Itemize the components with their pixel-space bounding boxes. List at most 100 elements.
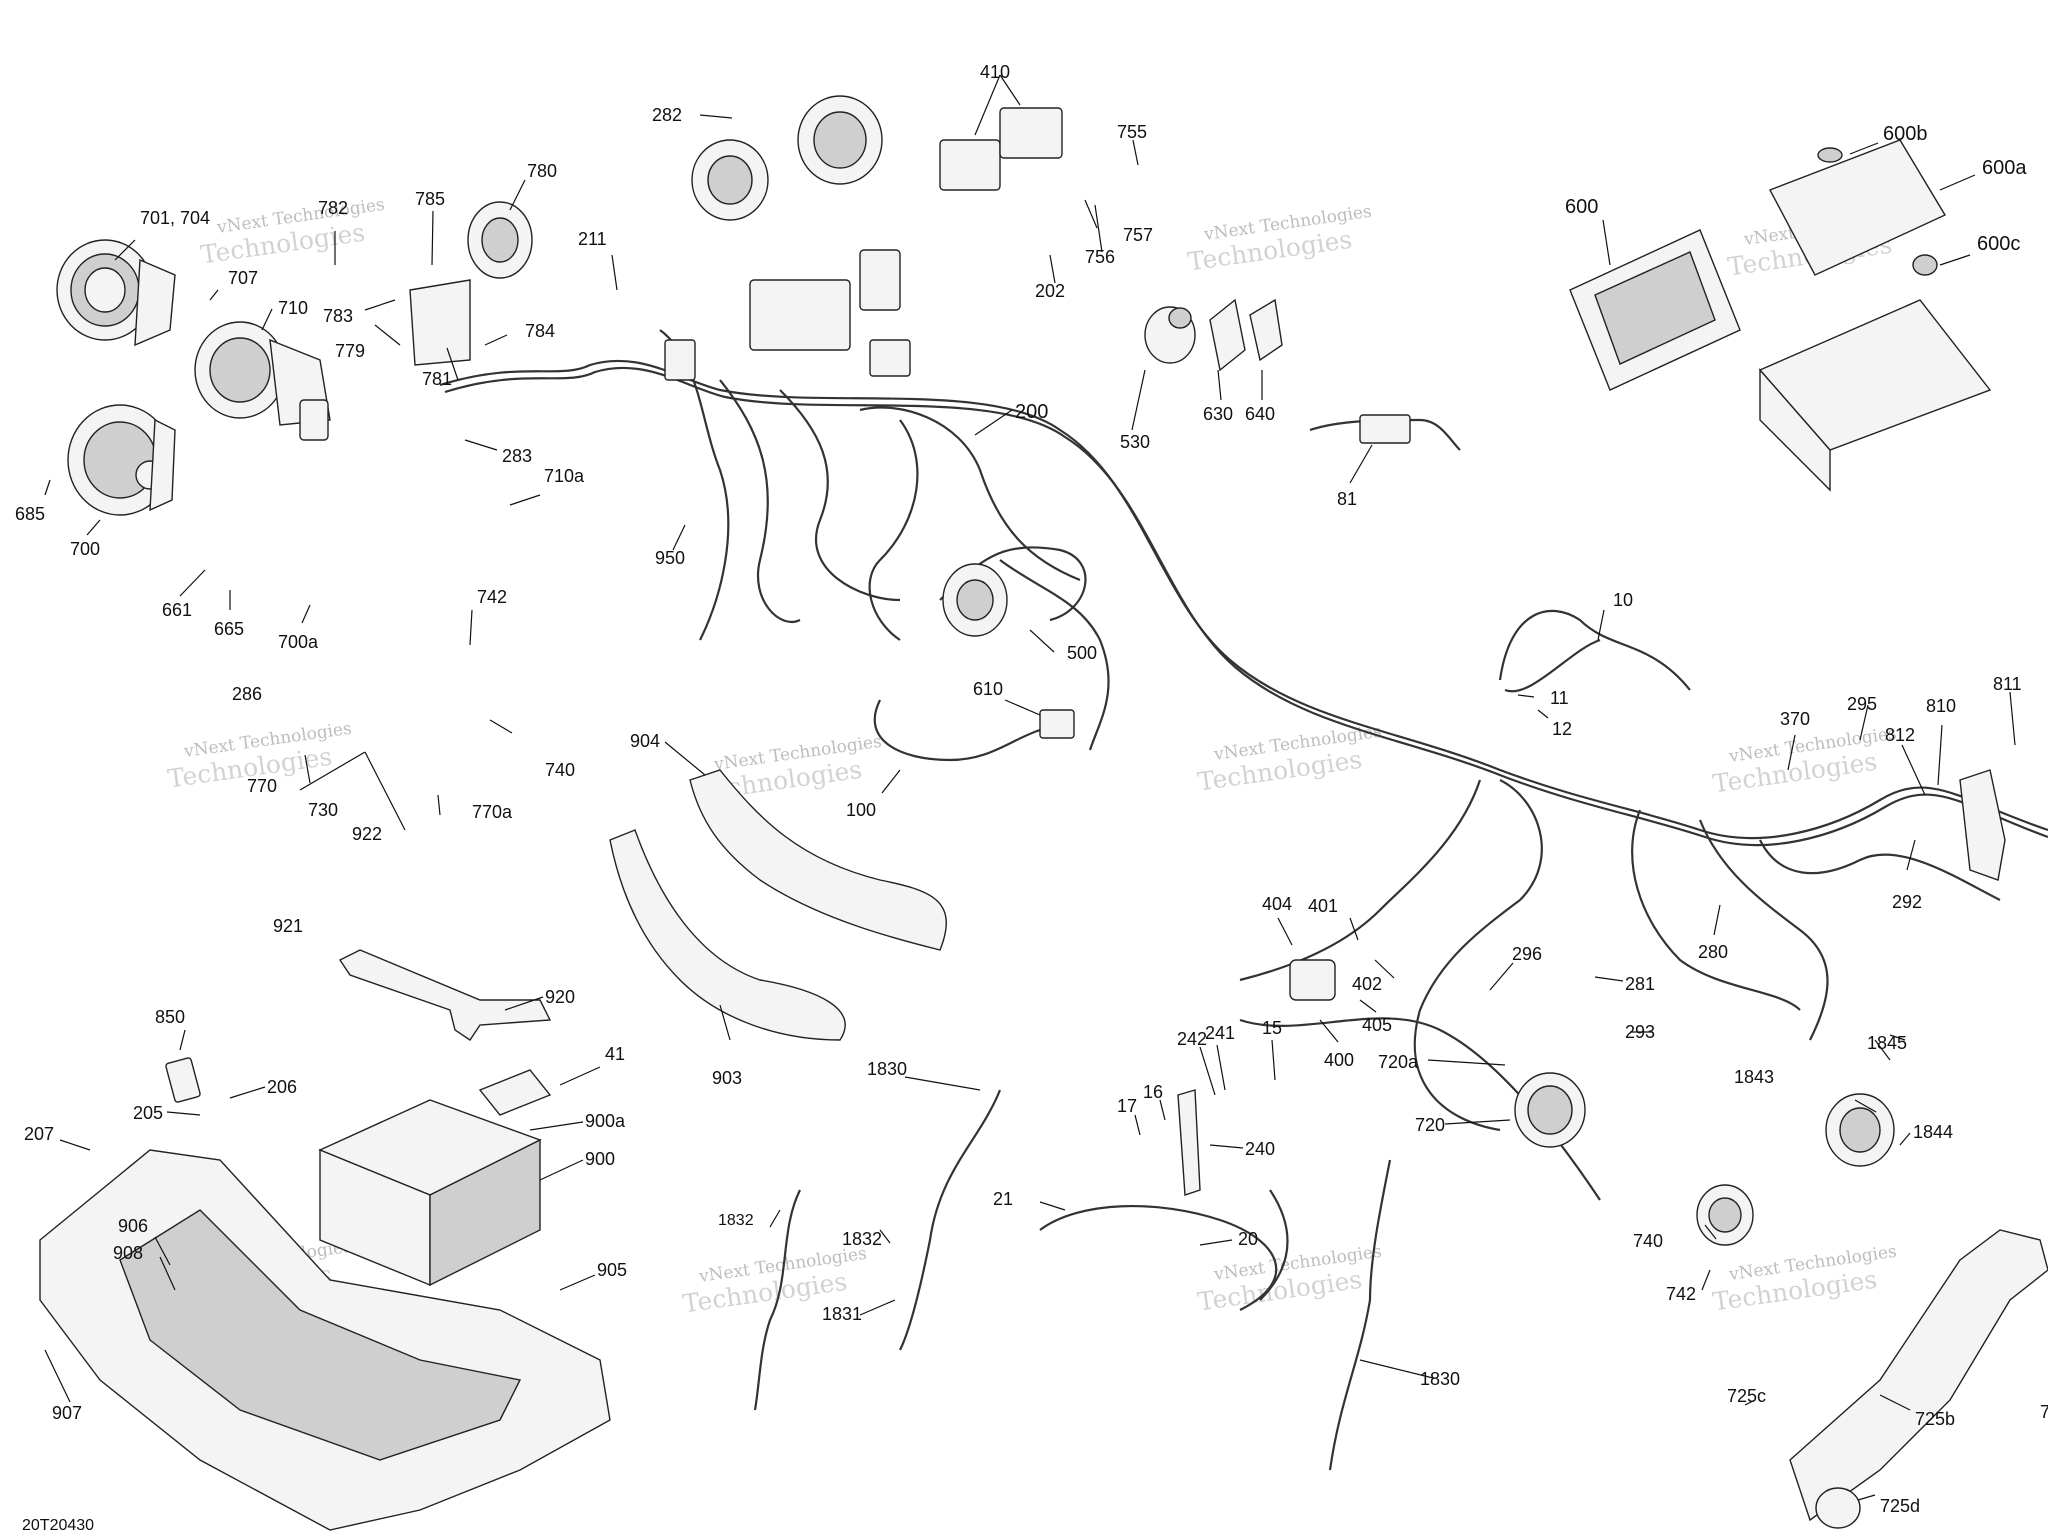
callout-label: 296 — [1512, 944, 1542, 964]
callout-label: 905 — [597, 1260, 627, 1280]
lamp-700 — [67, 404, 176, 516]
bracket-725b — [1789, 1229, 2048, 1522]
callout-label: 600b — [1883, 123, 1928, 145]
sensor-1830-lower — [1328, 1159, 1392, 1471]
callout-label: 700a — [278, 632, 319, 652]
callout-label: 402 — [1352, 974, 1382, 994]
relays-410 — [939, 107, 1063, 191]
callout-label: 725b — [1915, 1409, 1955, 1429]
sub-harness-81 — [1309, 414, 1461, 451]
callout-label: 1831 — [822, 1304, 862, 1324]
callout-label: 740 — [1633, 1231, 1663, 1251]
callout-label: 780 — [527, 161, 557, 181]
lamp-710 — [194, 321, 331, 441]
harness-500 — [939, 546, 1087, 637]
callout-label: 710a — [544, 466, 585, 486]
watermark: vNext Technologies Technologies — [1196, 1242, 1383, 1317]
callout-label: 242 — [1177, 1029, 1207, 1049]
callout-label: 207 — [24, 1124, 54, 1144]
callout-label: 530 — [1120, 432, 1150, 452]
callout-label: 921 — [273, 916, 303, 936]
callout-label: 922 — [352, 824, 382, 844]
callout-label: 240 — [1245, 1139, 1275, 1159]
callout-label: 685 — [15, 504, 45, 524]
callout-label: 293 — [1625, 1022, 1655, 1042]
callout-label: 600a — [1982, 157, 2027, 179]
callout-label: 783 — [323, 306, 353, 326]
callout-label: 17 — [1117, 1096, 1137, 1116]
bracket-810 — [1959, 769, 2006, 881]
callout-label: 41 — [605, 1044, 625, 1064]
callout-label: 907 — [52, 1403, 82, 1423]
callout-label: 756 — [1085, 247, 1115, 267]
callout-label: 241 — [1205, 1023, 1235, 1043]
callout-label: 811 — [1993, 674, 2022, 694]
callout-label: 757 — [1123, 225, 1153, 245]
callout-label: 742 — [1666, 1284, 1696, 1304]
watermark: vNext Technologies Technologies — [1196, 722, 1383, 797]
watermark: vNext Technologies Technologies — [1711, 724, 1898, 799]
callout-label: 770 — [247, 776, 277, 796]
callout-label: 200 — [1015, 401, 1048, 423]
callout-label: 1844 — [1913, 1122, 1953, 1142]
clamp-41 — [478, 1069, 552, 1116]
splash-guard-904 — [689, 769, 947, 951]
callout-label: 1830 — [1420, 1369, 1460, 1389]
callout-label: 100 — [846, 800, 876, 820]
lamp-720 — [1514, 1072, 1586, 1148]
callout-label: 770a — [472, 802, 513, 822]
callout-label: 370 — [1780, 709, 1810, 729]
callout-label: 900a — [585, 1111, 626, 1131]
cable-20 — [1039, 1189, 1289, 1311]
callout-label: 7 — [2040, 1402, 2048, 1422]
callout-label: 281 — [1625, 974, 1655, 994]
sensor-1832 — [753, 1189, 801, 1411]
callout-label: 720 — [1415, 1115, 1445, 1135]
callout-label: 202 — [1035, 281, 1065, 301]
callout-label: 400 — [1324, 1050, 1354, 1070]
callout-label: 20 — [1238, 1229, 1258, 1249]
callout-label: 21 — [993, 1189, 1013, 1209]
callout-label: 779 — [335, 341, 365, 361]
callout-label: 720a — [1378, 1052, 1419, 1072]
callout-label: 10 — [1613, 590, 1633, 610]
lamp-740-right — [1696, 1184, 1754, 1246]
callout-label: 292 — [1892, 892, 1922, 912]
callout-label: 11 — [1550, 688, 1569, 708]
callout-label: 661 — [162, 600, 192, 620]
callout-label: 755 — [1117, 122, 1147, 142]
callout-label: 900 — [585, 1149, 615, 1169]
callout-label: 920 — [545, 987, 575, 1007]
callout-label: 1832 — [842, 1229, 882, 1249]
callout-label: 1830 — [867, 1059, 907, 1079]
callout-labels: 410 282 755 600b 600a 600 600c 780 785 7… — [15, 62, 2048, 1516]
callout-label: 12 — [1552, 719, 1572, 739]
callout-label: 782 — [318, 198, 348, 218]
callout-label: 500 — [1067, 643, 1097, 663]
callout-label: 600 — [1565, 196, 1598, 218]
callout-label: 600c — [1977, 233, 2020, 255]
callout-label: 1843 — [1734, 1067, 1774, 1087]
callout-label: 630 — [1203, 404, 1233, 424]
splash-guard-903 — [609, 829, 846, 1041]
callout-label: 740 — [545, 760, 575, 780]
battery-900 — [318, 1099, 542, 1287]
callout-label: 15 — [1262, 1018, 1282, 1038]
relay-400 — [1289, 959, 1336, 1001]
callout-label: 405 — [1362, 1015, 1392, 1035]
callout-label: 610 — [973, 679, 1003, 699]
callout-label: 205 — [133, 1103, 163, 1123]
callout-label: 1832 — [718, 1212, 754, 1229]
headlamp-701-704 — [56, 239, 176, 347]
callout-label: 283 — [502, 446, 532, 466]
callout-label: 665 — [214, 619, 244, 639]
callout-label: 701, 704 — [140, 208, 210, 228]
callout-label: 295 — [1847, 694, 1877, 714]
callout-label: 781 — [422, 369, 452, 389]
callout-label: 410 — [980, 62, 1010, 82]
callout-label: 710 — [278, 298, 308, 318]
callout-label: 906 — [118, 1216, 148, 1236]
bracket-240 — [1177, 1089, 1201, 1196]
callout-label: 785 — [415, 189, 445, 209]
